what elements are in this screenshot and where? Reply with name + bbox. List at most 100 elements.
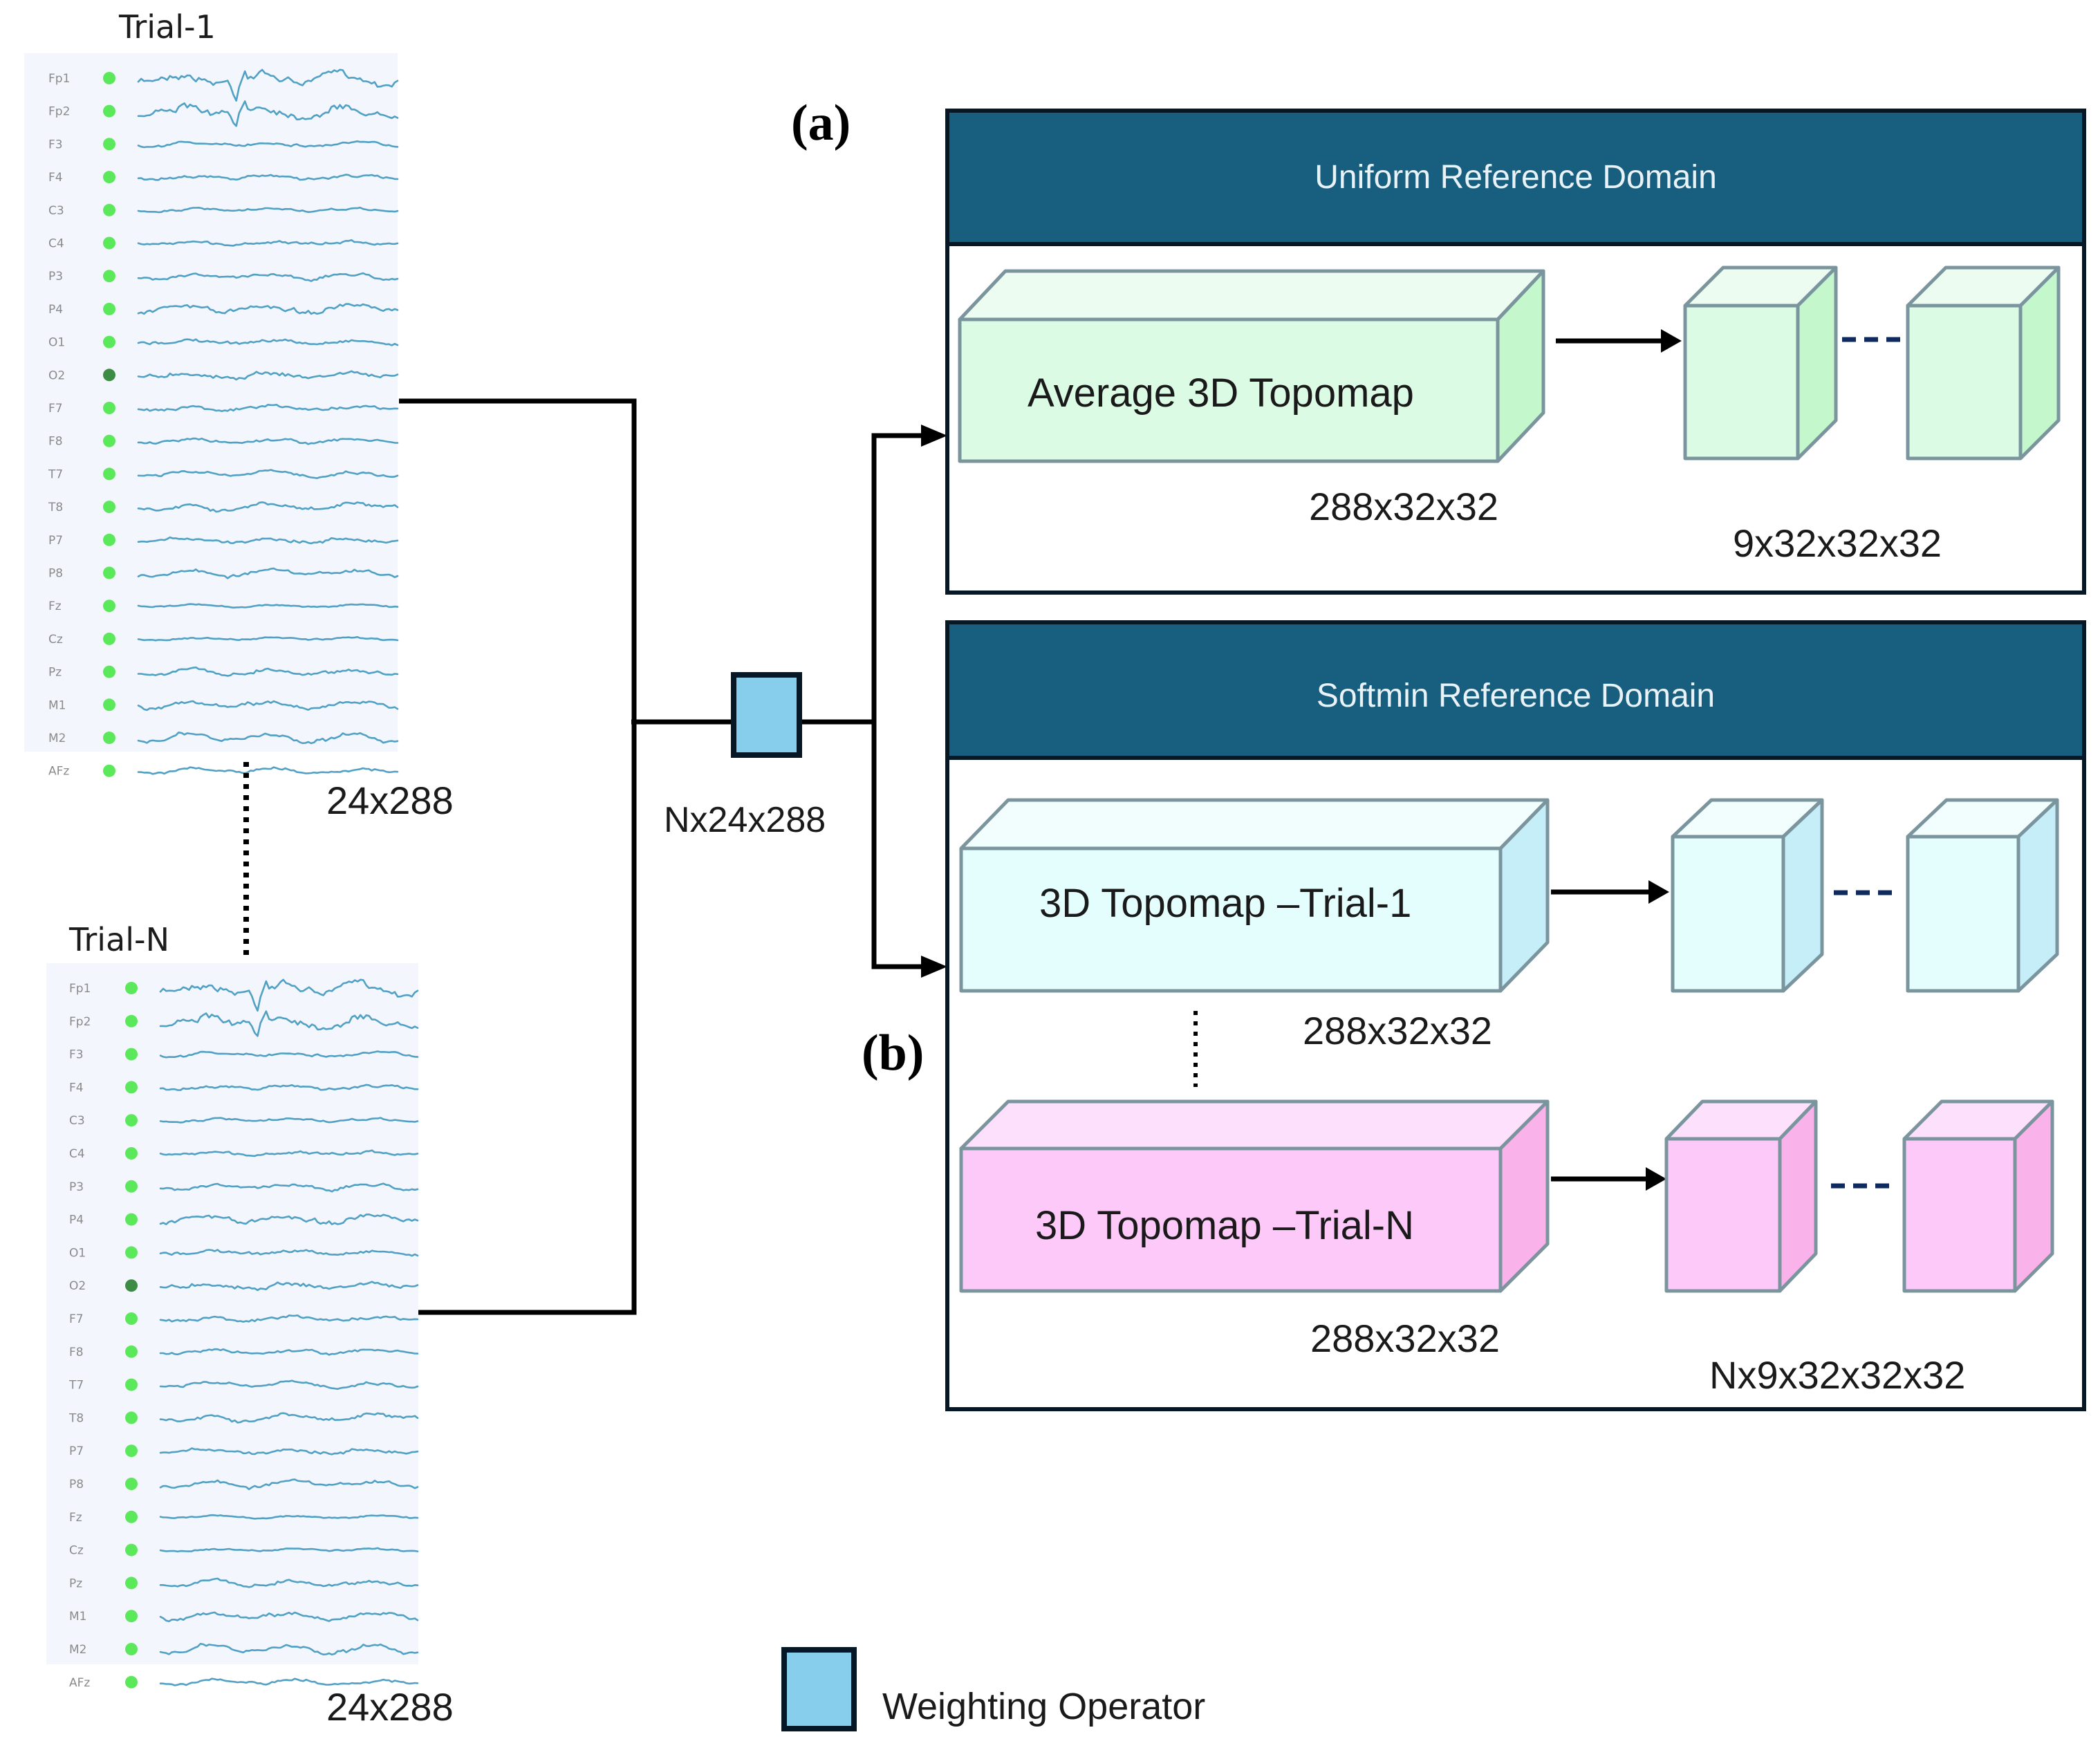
eeg-trace — [137, 567, 399, 579]
channel-status-dot — [125, 1444, 138, 1458]
channel-label: F3 — [48, 138, 63, 151]
box-front-face — [959, 1146, 1503, 1293]
channel-status-dot — [125, 1213, 138, 1226]
channel-status-dot — [125, 1378, 138, 1391]
eeg-trace — [159, 978, 419, 1012]
channel-label: T7 — [68, 1379, 84, 1393]
channel-status-dot — [125, 1411, 138, 1424]
eeg-trace — [137, 140, 399, 149]
eeg-trace — [159, 1547, 419, 1553]
trial-n-shape-label: 24x288 — [326, 1685, 454, 1729]
eeg-trace — [159, 1314, 419, 1323]
eeg-channel-row: Pz — [69, 1577, 419, 1590]
eeg-trace — [137, 437, 399, 445]
channel-label: P8 — [48, 567, 63, 581]
channel-status-dot — [103, 236, 115, 250]
channel-label: P7 — [48, 534, 63, 548]
eeg-channel-row: Fp1 — [48, 68, 399, 102]
channel-label: M1 — [69, 1610, 86, 1624]
eeg-trace — [137, 370, 399, 381]
box-front-face — [1906, 304, 2023, 461]
channel-status-dot — [103, 732, 115, 744]
eeg-channel-row: M1 — [69, 1610, 419, 1624]
panel-header — [945, 109, 2086, 246]
eeg-trace — [159, 1214, 419, 1225]
box-front-face — [958, 317, 1500, 463]
channel-status-dot — [125, 1180, 138, 1193]
eeg-trace — [137, 303, 399, 315]
channel-label: Pz — [48, 666, 62, 680]
eeg-trace — [137, 732, 399, 745]
channel-label: T7 — [48, 467, 63, 481]
channel-label: P4 — [69, 1214, 84, 1227]
box-label: 3D Topomap –Trial-1 — [1039, 881, 1411, 926]
eeg-channel-row: Cz — [48, 632, 399, 647]
box-top-face — [958, 269, 1545, 322]
eeg-channel-row: P3 — [48, 270, 399, 283]
channel-label: O1 — [48, 336, 65, 350]
eeg-channel-row: Fp2 — [69, 1010, 419, 1037]
eeg-panel-trial-1: Trial-1 Fp1Fp2F3F4C3C4P3P4O1O2F7F8T7T8P7… — [24, 8, 454, 822]
channel-label: T8 — [48, 501, 63, 514]
channel-label: M1 — [48, 698, 66, 712]
eeg-channel-row: P7 — [48, 533, 399, 548]
arrow-to-feature-cubes — [1551, 880, 1669, 904]
channel-label: O2 — [69, 1279, 86, 1293]
eeg-channel-row: P8 — [69, 1478, 419, 1491]
channel-label: C3 — [48, 204, 64, 218]
channel-label: F4 — [48, 171, 63, 185]
channel-label: O2 — [48, 369, 65, 382]
eeg-channel-row: O2 — [48, 369, 399, 382]
eeg-channel-row: P7 — [69, 1444, 419, 1458]
trial-1-title: Trial-1 — [118, 8, 216, 46]
feature-cube-last — [1906, 266, 2061, 461]
channel-status-dot — [125, 1345, 138, 1358]
weighting-operator-block — [731, 672, 802, 758]
eeg-channel-row: AFz — [69, 1675, 419, 1690]
channel-status-dot — [125, 1478, 138, 1490]
eeg-channel-row: F4 — [69, 1081, 419, 1095]
eeg-channel-row: F8 — [48, 434, 399, 449]
eeg-channel-row: P4 — [69, 1213, 419, 1227]
eeg-channel-row: T8 — [68, 1411, 419, 1425]
connector-trial-1 — [399, 398, 637, 722]
box-top-face — [959, 1099, 1550, 1151]
softmin-reference-domain-panel: Softmin Reference Domain 3D Topomap –Tri… — [945, 620, 2086, 1411]
eeg-channel-rows: Fp1Fp2F3F4C3C4P3P4O1O2F7F8T7T8P7P8FzCzPz… — [48, 68, 399, 779]
channel-status-dot — [125, 1081, 138, 1094]
channel-status-dot — [125, 1279, 138, 1292]
eeg-channel-row: C3 — [69, 1114, 419, 1128]
eeg-plot-background — [24, 53, 398, 752]
feature-cube-first — [1664, 1099, 1818, 1293]
eeg-trace — [159, 1117, 419, 1124]
combined-shape-label: Nx24x288 — [664, 800, 826, 840]
trial-1-3d-topomap-box — [959, 798, 1550, 993]
channel-label: P4 — [48, 303, 63, 317]
channel-status-dot — [125, 982, 138, 994]
channel-label: C4 — [48, 237, 64, 251]
legend-label: Weighting Operator — [882, 1686, 1205, 1727]
eeg-channel-row: Pz — [48, 665, 399, 680]
channel-status-dot — [103, 467, 115, 481]
eeg-trace — [159, 1050, 419, 1059]
eeg-trace — [137, 603, 399, 609]
connector-trial-n — [418, 719, 637, 1315]
eeg-trace — [137, 700, 399, 712]
trial-n-title: Trial-N — [68, 921, 169, 958]
eeg-channel-row: M1 — [48, 698, 399, 712]
eeg-panel-trial-n: Trial-N Fp1Fp2F3F4C3C4P3P4O1O2F7F8T7T8P7… — [46, 921, 454, 1729]
eeg-trace — [137, 536, 399, 545]
eeg-channel-rows: Fp1Fp2F3F4C3C4P3P4O1O2F7F8T7T8P7P8FzCzPz… — [68, 978, 419, 1690]
eeg-channel-row: AFz — [48, 764, 399, 779]
eeg-channel-row: O2 — [69, 1279, 419, 1293]
channel-status-dot — [125, 1610, 138, 1623]
channel-label: Fp2 — [48, 105, 70, 119]
channel-label: Cz — [69, 1544, 84, 1558]
feature-cube-last — [1906, 798, 2059, 993]
trial-n-box-shape: 288x32x32 — [1310, 1317, 1500, 1360]
eeg-trace — [137, 403, 399, 412]
channel-status-dot — [103, 72, 115, 84]
channel-label: F7 — [69, 1312, 84, 1326]
channel-status-dot — [103, 599, 115, 613]
